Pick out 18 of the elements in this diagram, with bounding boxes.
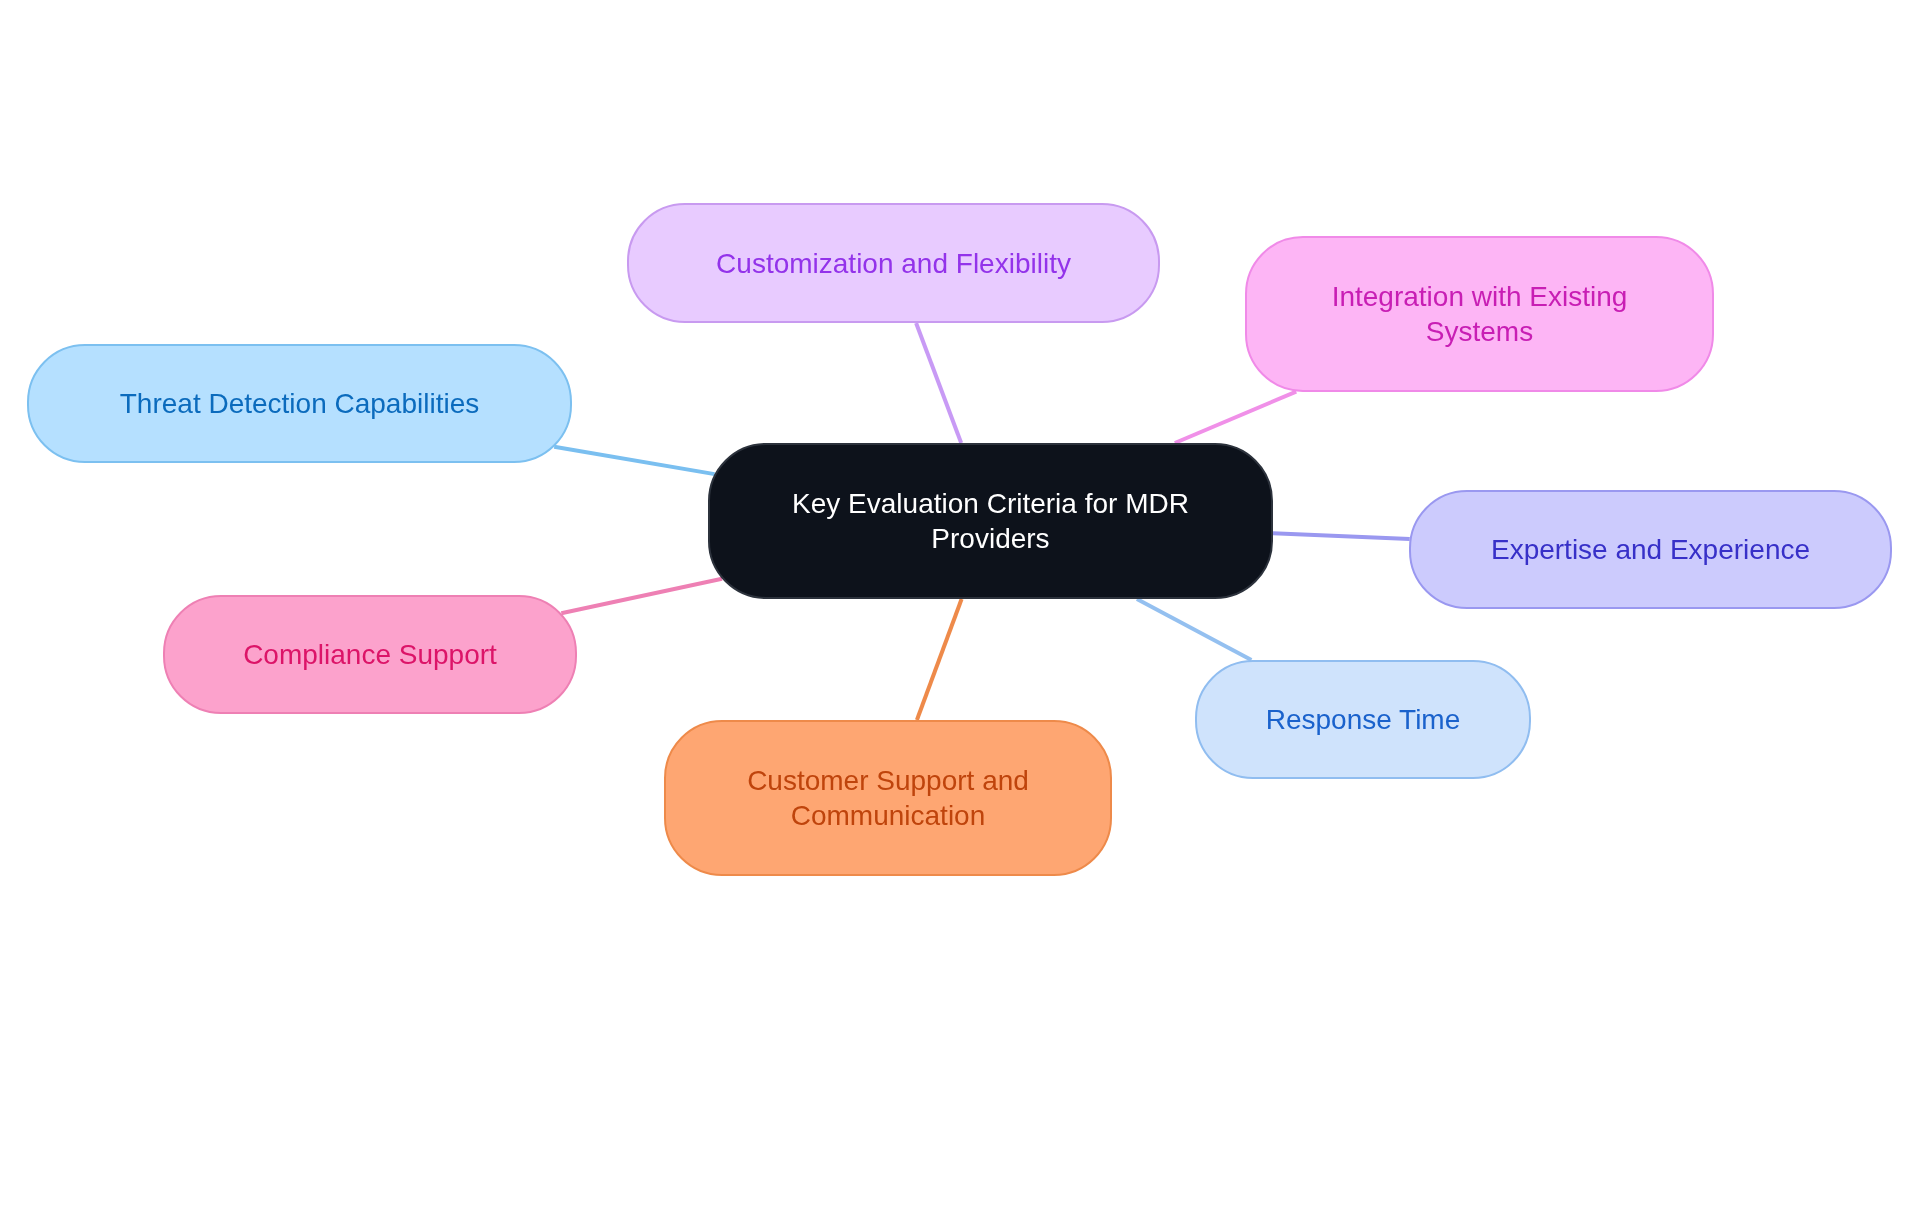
connector-line bbox=[553, 444, 715, 477]
topic-label: Customization and Flexibility bbox=[716, 246, 1071, 281]
topic-label: Threat Detection Capabilities bbox=[119, 387, 480, 421]
connector-line bbox=[915, 598, 964, 721]
topic-label: Customer Support and Communication bbox=[746, 764, 1030, 833]
connector-line bbox=[1135, 597, 1253, 662]
topic-label: Response Time bbox=[1265, 703, 1461, 737]
connector-line bbox=[1272, 531, 1410, 542]
topic-label: Expertise and Experience bbox=[1490, 533, 1811, 567]
central-topic-label: Key Evaluation Criteria for MDR Providers bbox=[791, 487, 1190, 556]
connector-line bbox=[914, 322, 964, 444]
topic-box bbox=[664, 720, 1112, 876]
central-topic-box bbox=[708, 443, 1273, 599]
topic-box bbox=[1245, 236, 1714, 392]
topic-label: Integration with Existing Systems bbox=[1330, 280, 1629, 349]
topic-label: Compliance Support bbox=[243, 638, 497, 672]
connector-line bbox=[560, 576, 723, 616]
connector-line bbox=[1174, 389, 1297, 445]
